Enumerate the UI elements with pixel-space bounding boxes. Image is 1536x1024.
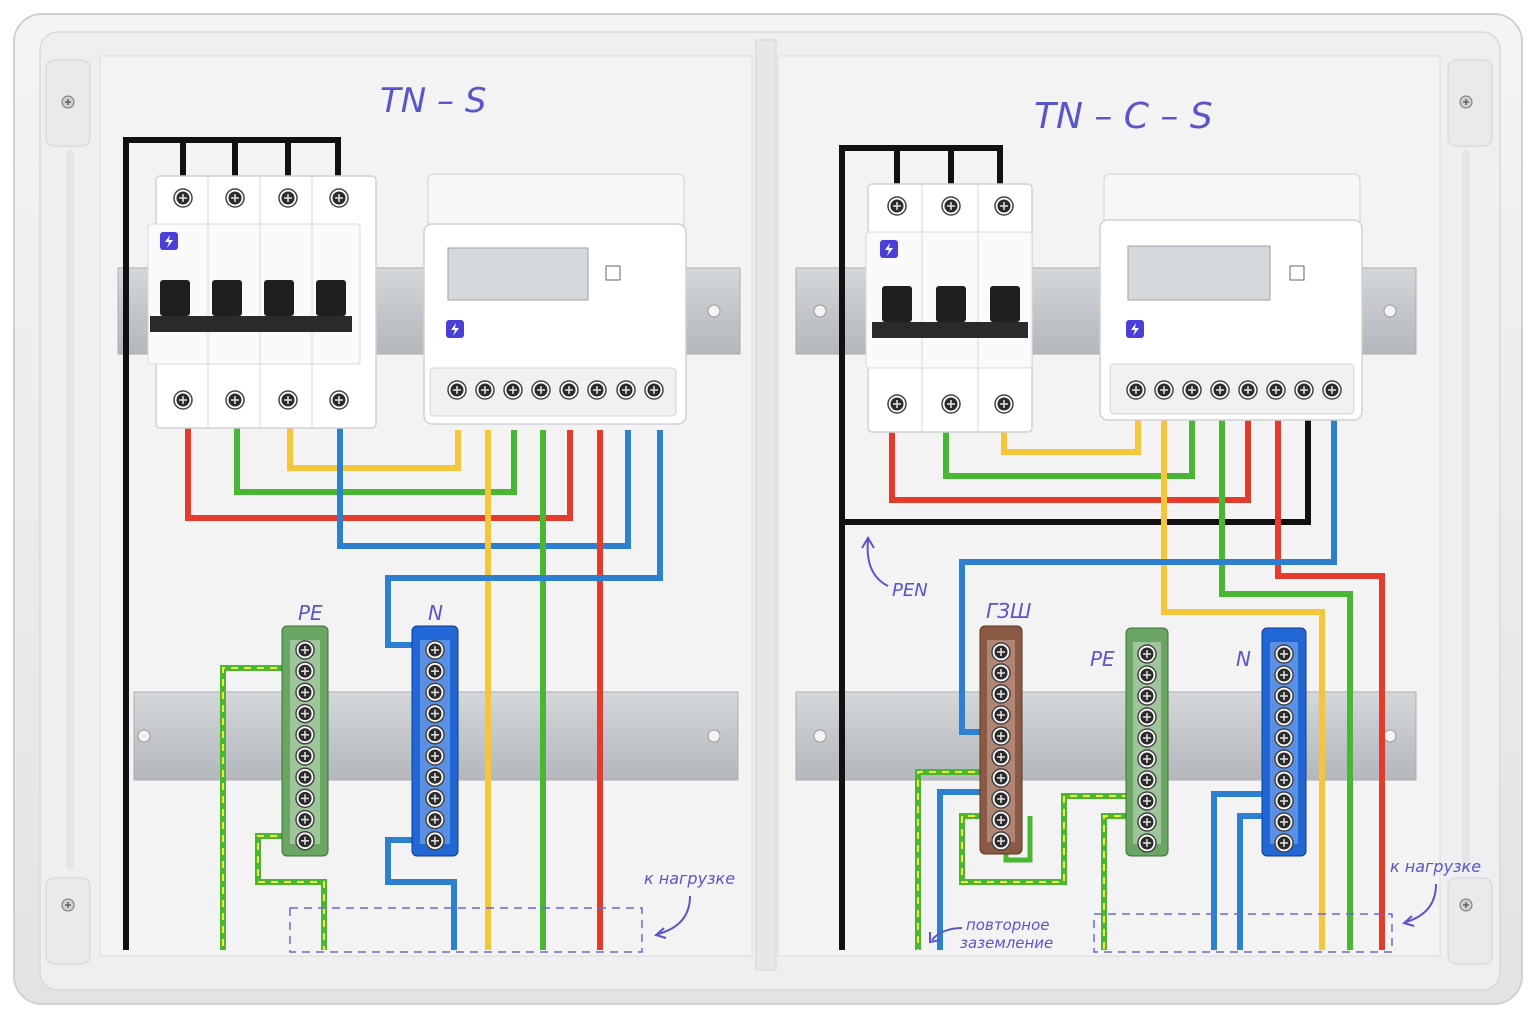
screw-icon [1137, 707, 1157, 727]
left-load-arrow [657, 895, 691, 935]
screw-icon [1274, 644, 1294, 664]
screw-icon [991, 642, 1011, 662]
left-breaker-4p [147, 175, 377, 429]
screw-icon [1137, 728, 1157, 748]
screw-icon [991, 831, 1011, 851]
corner-screws [45, 59, 1493, 965]
screw-icon [1274, 665, 1294, 685]
screw-icon [295, 788, 315, 809]
left-pe-label: PE [298, 601, 323, 625]
gzsh-bus [979, 625, 1023, 855]
pen-label: PEN [892, 580, 928, 601]
screw-icon [295, 809, 315, 830]
gzsh-label: ГЗШ [986, 599, 1031, 623]
left-n-bus [411, 625, 459, 857]
screw-icon [295, 703, 315, 724]
screw-icon [1274, 749, 1294, 769]
left-pe-bus [281, 625, 329, 857]
screw-icon [425, 809, 445, 830]
left-n-label: N [428, 601, 443, 625]
right-breaker-3p [865, 183, 1033, 433]
screw-icon [991, 810, 1011, 830]
screw-icon [1137, 770, 1157, 790]
screw-icon [1137, 644, 1157, 664]
screw-icon [1274, 770, 1294, 790]
right-n-bus [1261, 627, 1307, 857]
right-load-arrow [1405, 883, 1437, 923]
pen-arrow [866, 539, 889, 587]
left-scheme-title: TN – S [380, 81, 486, 121]
screw-icon [1137, 749, 1157, 769]
screw-icon [425, 746, 445, 766]
left-load-arrowhead [653, 927, 667, 939]
right-load-arrowhead [1401, 915, 1415, 927]
screw-icon [991, 663, 1011, 683]
screw-icon [425, 830, 445, 851]
screw-icon [1274, 791, 1294, 811]
reground-label-line1: повторное [966, 916, 1049, 934]
left-load-zone [289, 907, 643, 953]
screw-icon [295, 724, 315, 745]
screw-icon [295, 640, 315, 660]
screw-icon [425, 703, 445, 724]
screw-icon [295, 661, 315, 682]
left-load-label: к нагрузке [644, 869, 735, 888]
lightning-icon [1126, 320, 1144, 338]
lightning-icon [880, 240, 898, 258]
screw-icon [425, 788, 445, 809]
screw-icon [425, 724, 445, 745]
screw-icon [991, 684, 1011, 704]
screw-icon [425, 640, 445, 660]
screw-icon [991, 789, 1011, 809]
screw-icon [1137, 812, 1157, 832]
screw-icon [1274, 707, 1294, 727]
screw-icon [295, 746, 315, 766]
screw-icon [991, 705, 1011, 725]
left-wiring [123, 137, 663, 950]
screw-icon [1137, 686, 1157, 706]
reground-arrowhead [929, 932, 941, 944]
right-load-label: к нагрузке [1390, 857, 1481, 876]
right-n-label: N [1236, 647, 1251, 671]
screw-icon [425, 767, 445, 788]
screw-icon [425, 682, 445, 703]
right-energy-meter [1099, 173, 1363, 421]
screw-icon [1274, 686, 1294, 706]
screw-icon [295, 682, 315, 703]
screw-icon [425, 661, 445, 682]
screw-icon [1274, 812, 1294, 832]
screw-icon [1137, 791, 1157, 811]
right-pe-bus [1125, 627, 1169, 857]
screw-icon [991, 747, 1011, 767]
center-divider [755, 39, 777, 971]
pen-arrowhead [861, 536, 875, 549]
lightning-icon [160, 232, 178, 250]
screw-icon [1137, 833, 1157, 853]
left-energy-meter [423, 173, 687, 425]
right-scheme-title: TN – C – S [1034, 96, 1213, 137]
screw-icon [991, 768, 1011, 788]
screw-icon [1274, 728, 1294, 748]
reground-label-line2: заземление [960, 934, 1053, 952]
screw-icon [1274, 833, 1294, 853]
screw-icon [295, 767, 315, 788]
screw-icon [295, 830, 315, 851]
screw-icon [991, 726, 1011, 746]
right-pe-label: PE [1090, 647, 1115, 671]
lightning-icon [446, 320, 464, 338]
reground-arrow [931, 927, 963, 941]
screw-icon [1137, 665, 1157, 685]
